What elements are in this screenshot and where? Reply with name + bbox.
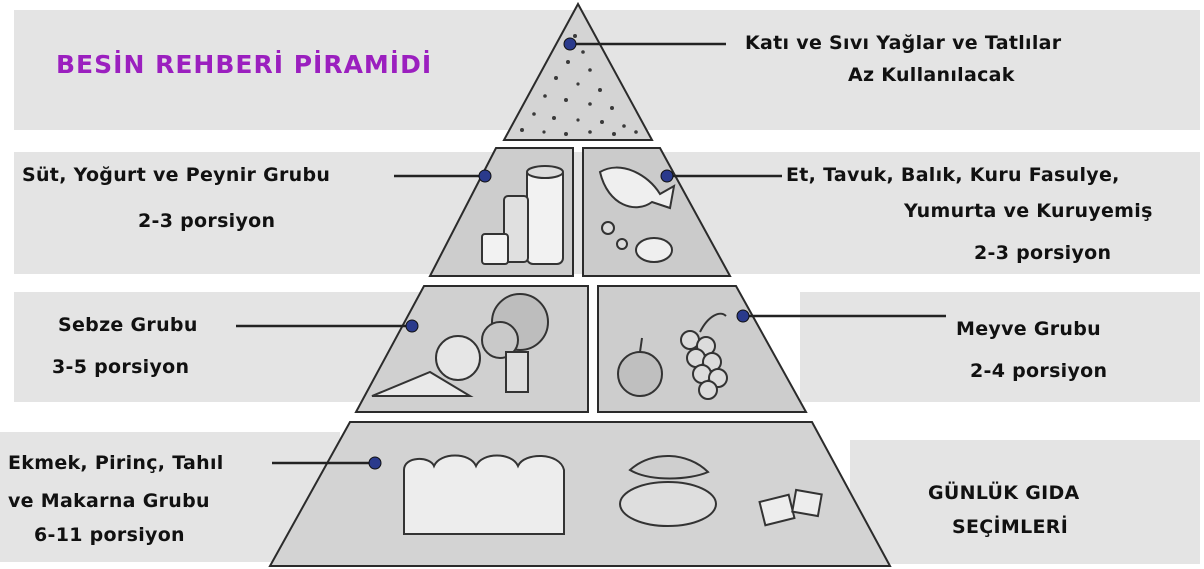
fats-label-line-2: Az Kullanılacak [848,66,1015,85]
dot-dairy [479,170,491,182]
dot-grain [369,457,381,469]
dairy-label-line-2: 2-3 porsiyon [138,212,275,231]
meat-label-line-3: 2-3 porsiyon [974,244,1111,263]
dot-meat [661,170,673,182]
dairy-label-line-1: Süt, Yoğurt ve Peynir Grubu [22,166,330,185]
dot-fruit [737,310,749,322]
meat-label-line-1: Et, Tavuk, Balık, Kuru Fasulye, [786,166,1120,185]
grain-label-line-2: ve Makarna Grubu [8,492,210,511]
vegetable-label-line-1: Sebze Grubu [58,316,198,335]
fruit-label-line-1: Meyve Grubu [956,320,1101,339]
fats-label-line-1: Katı ve Sıvı Yağlar ve Tatlılar [745,34,1061,53]
dot-vegetable [406,320,418,332]
footer-line-2: SEÇİMLERİ [952,518,1068,537]
grain-label-line-1: Ekmek, Pirinç, Tahıl [8,454,224,473]
grain-label-line-3: 6-11 porsiyon [34,526,185,545]
dot-fats [564,38,576,50]
footer-line-1: GÜNLÜK GIDA [928,484,1080,503]
page-title: BESİN REHBERİ PİRAMİDİ [56,50,432,79]
fruit-label-line-2: 2-4 porsiyon [970,362,1107,381]
meat-label-line-2: Yumurta ve Kuruyemiş [904,202,1153,221]
vegetable-label-line-2: 3-5 porsiyon [52,358,189,377]
